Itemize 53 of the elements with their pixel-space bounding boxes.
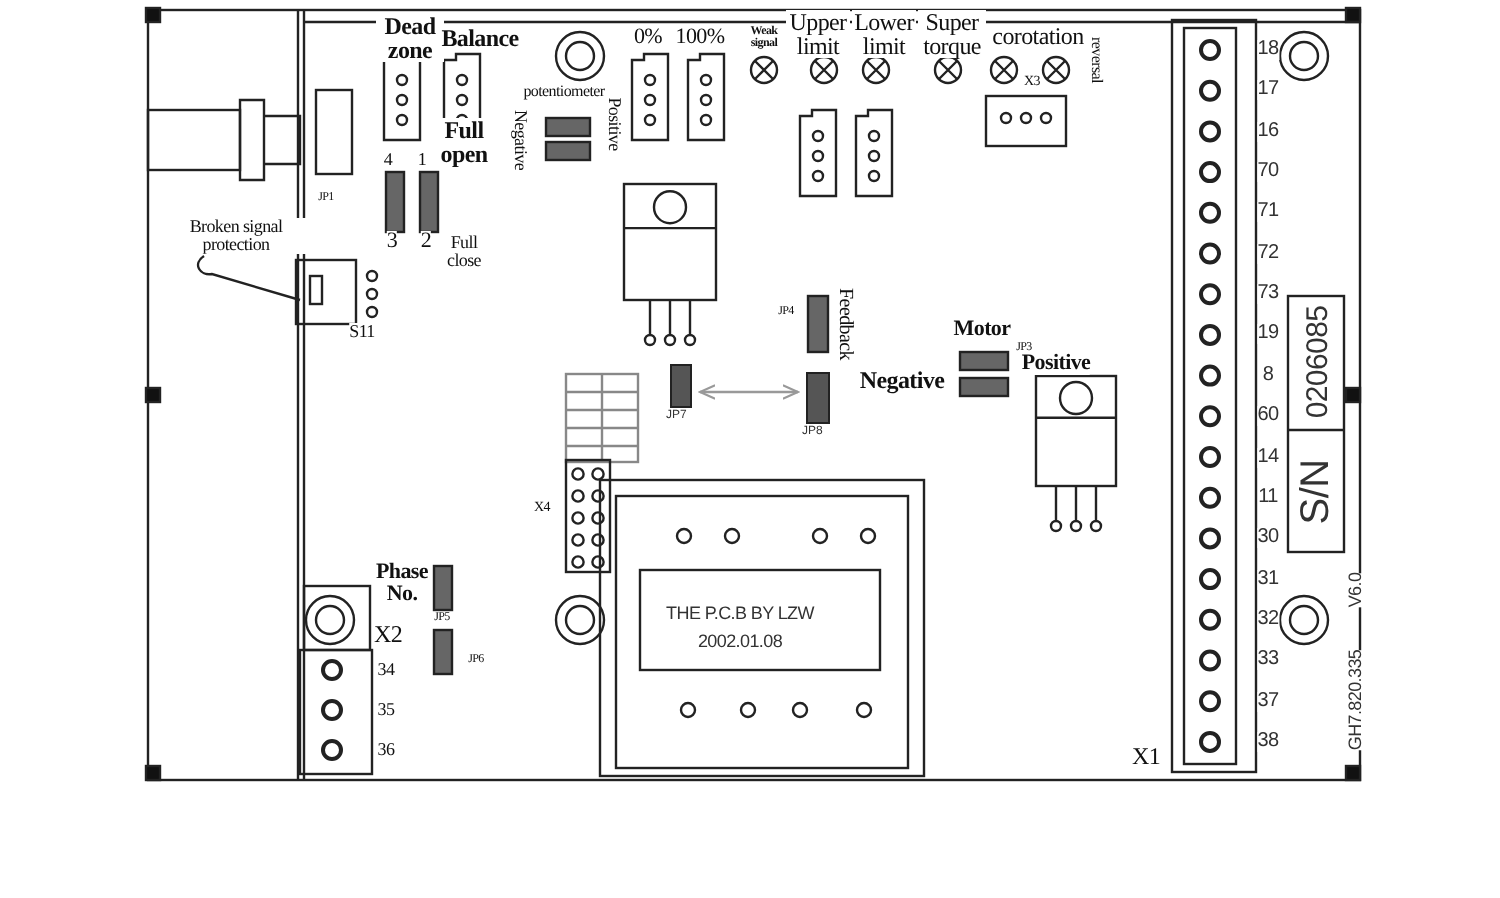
component-label: 2 [420,231,432,253]
component-label: 0% [633,27,663,49]
component-label: S11 [349,323,375,341]
pin-number: 32 [1257,609,1279,630]
component-label: potentiometer [523,84,605,100]
jumper-block [670,364,692,408]
component-label: THE P.C.B BY LZW [666,605,814,623]
double-arrow [699,384,799,400]
jumper-block [806,372,830,424]
pin-number: 33 [1257,650,1279,671]
component-label: Dead zone [376,14,444,62]
component-label: Positive [1021,353,1091,375]
pin-number: 60 [1257,406,1279,427]
component-label: 1 [417,151,427,169]
component-label: reversal [1088,37,1104,83]
component-label: Negative [511,109,529,171]
component-label: corotation [992,24,1084,48]
component-label: Upper limit [786,10,850,58]
component-label: Phase No. [374,562,430,606]
pin-number: 30 [1257,528,1279,549]
component-label: 100% [675,27,725,49]
component-label: GH7.820.335 [1347,649,1365,751]
component-label: Super torque [918,10,986,58]
component-label: 3 [386,231,398,253]
component-label: Feedback [834,288,854,360]
pin-number: 16 [1257,121,1279,142]
component-label: 0206085 [1303,305,1333,419]
pin-number: 72 [1257,243,1279,264]
component-label: 4 [383,151,393,169]
pin-number: 17 [1257,80,1279,101]
component-label: Negative [859,368,945,392]
pin-number: 11 [1258,487,1278,508]
pin-number: 73 [1257,284,1279,305]
component-label: Lower limit [852,10,916,58]
pin-number: 18 [1257,40,1279,60]
pin-number: 35 [377,701,395,719]
component-label: 2002.01.08 [697,633,783,651]
pin-number: 71 [1257,202,1279,223]
component-label: V6.0 [1347,572,1365,608]
pin-number: 14 [1257,447,1279,467]
component-label: X1 [1131,744,1161,768]
pin-number: 8 [1262,365,1274,386]
pin-number: 70 [1257,162,1279,183]
component-label: Motor [953,319,1011,341]
component-label: Balance [441,26,519,50]
pin-number: 34 [377,661,395,679]
pin-number: 36 [377,741,395,759]
component-label: X2 [373,622,403,646]
pin-number: 31 [1257,569,1279,590]
component-label: Positive [605,97,623,151]
pin-number: 37 [1257,691,1279,712]
pin-number: 19 [1257,324,1279,345]
pin-number: 38 [1257,731,1279,752]
